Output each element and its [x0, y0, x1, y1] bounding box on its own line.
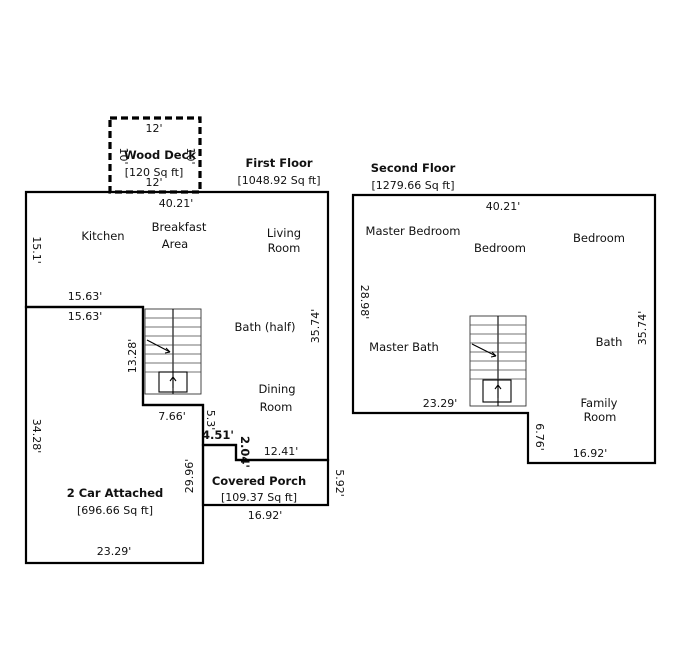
second-floor-outline [351, 193, 657, 465]
breakfast-area-label-2: Area [162, 237, 188, 251]
first-floor-title: First Floor [245, 156, 312, 170]
family-room-label-2: Room [584, 410, 617, 424]
first-floor: First Floor [1048.92 Sq ft] [24, 156, 330, 468]
garage-bottom-dim: 23.29' [97, 545, 132, 558]
garage-title: 2 Car Attached [67, 486, 164, 500]
covered-porch-area: [109.37 Sq ft] [221, 491, 297, 504]
kitchen-depth-dim: 15.1' [30, 236, 43, 264]
garage-area: [696.66 Sq ft] [77, 504, 153, 517]
master-bedroom-label: Master Bedroom [366, 224, 461, 238]
bedroom-right-label: Bedroom [573, 231, 625, 245]
first-floor-stairs [144, 308, 202, 395]
second-floor-bottom-right-dim: 16.92' [573, 447, 608, 460]
notch-width-dim: 7.66' [158, 410, 186, 423]
first-floor-right-dim: 35.74' [309, 309, 322, 344]
second-floor-top-dim: 40.21' [486, 200, 521, 213]
family-room-label-1: Family [580, 396, 617, 410]
kitchen-width-upper-dim: 15.63' [68, 290, 103, 303]
garage-right-dim: 29.96' [183, 459, 196, 494]
living-room-label-2: Room [268, 241, 301, 255]
first-floor-top-dim: 40.21' [159, 197, 194, 210]
wood-deck: 12' 12' 10' 10' Wood Deck [120 Sq ft] [108, 116, 202, 194]
breakfast-area-label-1: Breakfast [152, 220, 207, 234]
covered-porch-right-dim: 5.92' [333, 469, 346, 497]
kitchen-label: Kitchen [81, 229, 124, 243]
wood-deck-right-dim: 10' [184, 147, 197, 164]
covered-porch-outline [201, 443, 330, 507]
covered-porch-title: Covered Porch [212, 474, 306, 488]
first-floor-area: [1048.92 Sq ft] [237, 174, 320, 187]
porch-top-dim: 12.41' [264, 445, 299, 458]
small-depth-dim: 2.04' [238, 436, 252, 468]
covered-porch-bottom-dim: 16.92' [248, 509, 283, 522]
second-floor: Second Floor [1279.66 Sq ft] Master Be [351, 161, 657, 465]
garage: 34.28' 29.96' 2 Car Attached [696.66 Sq … [24, 305, 205, 565]
master-bath-label: Master Bath [369, 340, 439, 354]
second-floor-area: [1279.66 Sq ft] [371, 179, 454, 192]
small-width-dim: 4.51' [202, 428, 234, 442]
bedroom-center-label: Bedroom [474, 241, 526, 255]
covered-porch: Covered Porch [109.37 Sq ft] 16.92' 5.92… [201, 443, 346, 522]
dining-room-label-2: Room [260, 400, 293, 414]
second-floor-notch-dim: 6.76' [533, 423, 546, 451]
kitchen-width-lower-dim: 15.63' [68, 310, 103, 323]
notch-depth-dim: 5.3' [204, 410, 217, 431]
wood-deck-left-dim: 10' [117, 147, 130, 164]
wood-deck-top-dim: 12' [145, 122, 162, 135]
dining-room-label-1: Dining [258, 382, 295, 396]
bath-half-label: Bath (half) [235, 320, 296, 334]
second-floor-stairs [469, 315, 527, 407]
second-floor-title: Second Floor [371, 161, 456, 175]
stair-depth-dim: 13.28' [126, 339, 139, 374]
bath-label: Bath [596, 335, 623, 349]
second-floor-left-dim: 28.98' [358, 285, 371, 320]
garage-outline [24, 305, 205, 565]
second-floor-bottom-left-dim: 23.29' [423, 397, 458, 410]
wood-deck-bottom-dim: 12' [145, 176, 162, 189]
living-room-label-1: Living [267, 226, 301, 240]
wood-deck-area: [120 Sq ft] [125, 166, 184, 179]
garage-left-dim: 34.28' [30, 419, 43, 454]
second-floor-right-dim: 35.74' [636, 311, 649, 346]
wood-deck-title: Wood Deck [124, 148, 196, 162]
